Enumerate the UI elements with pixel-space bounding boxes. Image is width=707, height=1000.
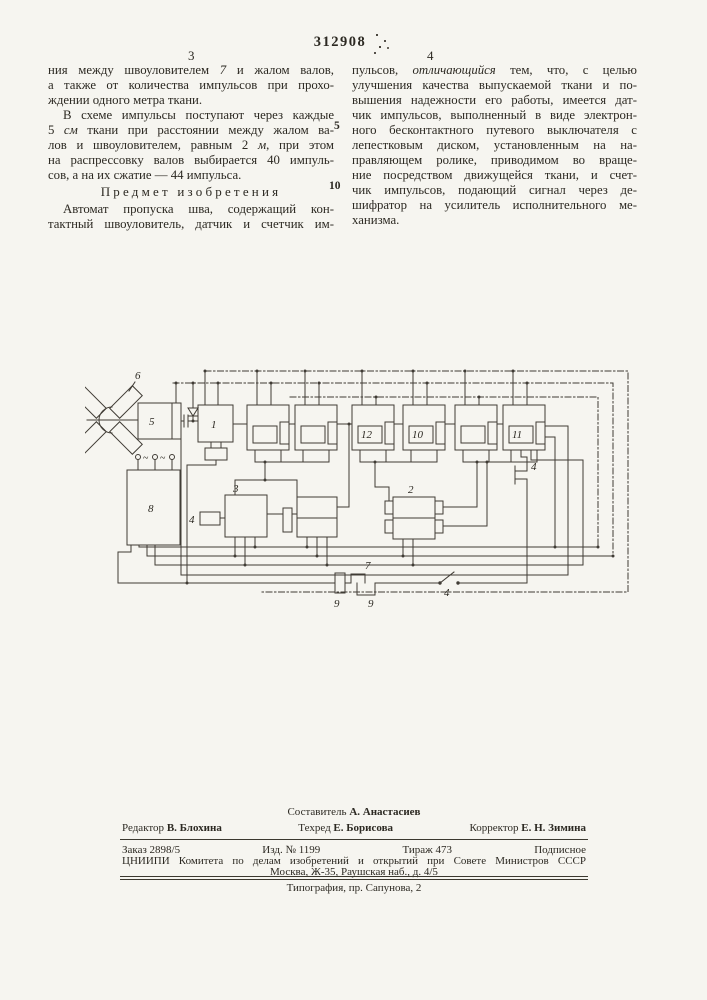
left-column-paragraph-1: ния между швоуловителем 7 и жалом валов,… [48, 63, 334, 183]
label-counter12: 12 [361, 429, 373, 441]
text-line: пульсов, отличающийся тем, что, с целью [352, 63, 637, 77]
text-line: ного бесконтактного путевого выключателя… [352, 123, 637, 137]
trigger-block [444, 370, 498, 463]
text-line: вышения надежности его работы, имеется д… [352, 93, 637, 107]
label-switch4: 4 [444, 587, 450, 599]
ac-tilde-icon: ~ [143, 453, 149, 464]
text-line: а также от количества импульсов при прох… [48, 78, 334, 92]
trigger-block-10: 10 [393, 370, 446, 463]
label-power: 8 [148, 503, 154, 515]
text-line: В схеме импульсы поступают через каждые [63, 108, 334, 122]
text-line: Автомат пропуска шва, содержащий кон- [63, 202, 334, 216]
guide-roller-assembly: 6 [85, 370, 143, 455]
text-line: ждении одного метра ткани. [48, 93, 203, 107]
bus-lines [172, 370, 629, 593]
diode-symbol [187, 382, 199, 422]
section-heading: Предмет изобретения [100, 184, 282, 199]
label-connector9: 9 [368, 598, 374, 610]
compiler-name: А. Анастасиев [349, 806, 421, 818]
label-block2: 2 [408, 484, 414, 496]
transistor-symbol: 4 [514, 449, 537, 584]
label-block4: 4 [189, 514, 195, 526]
text-line: правляющем ролике, приводимом во враще- [352, 153, 637, 167]
subscription-note: Подписное [534, 844, 586, 856]
label-counter10: 10 [412, 429, 424, 441]
decoder-block-3: 3 4 [189, 479, 268, 566]
trigger-block [288, 370, 338, 463]
text-line: 5 см ткани при расстоянии между жалом ва… [48, 123, 334, 137]
compiler-label: Составитель [287, 806, 347, 818]
editor: Редактор В. Блохина [122, 822, 222, 834]
text-line: улучшения качества выпускаемой ткани и п… [352, 78, 637, 92]
order-number: Заказ 2898/5 [122, 844, 181, 856]
text-line: лепестковым диском, установленным на на- [352, 138, 637, 152]
text-line: ния между швоуловителем 7 и жалом валов, [48, 63, 334, 77]
text-line: на распрессовку валов выбирается 40 импу… [48, 153, 334, 167]
patent-number: 312908 [313, 34, 367, 50]
amplifier-block [264, 423, 350, 566]
pulse-sensor-block: 5 [137, 382, 199, 440]
text-line: ние посредством движущейся ткани, и счет… [352, 168, 637, 182]
trigger-block-12: 12 [336, 370, 395, 463]
footer-rule-top [120, 839, 588, 840]
junction-dots [174, 369, 615, 585]
text-line: шифратор на усилитель исполнительного ме… [352, 198, 637, 212]
compiler-line: Составитель А. Анастасиев [122, 806, 586, 818]
label-connector7: 7 [365, 560, 371, 572]
ac-tilde-icon: ~ [160, 453, 166, 464]
text-line: лов и швоуловителем, равным 2 м, при это… [48, 138, 334, 152]
order-line: Заказ 2898/5 Изд. № 1199 Тираж 473 Подпи… [122, 844, 586, 856]
counter-block-2: 2 [374, 461, 488, 566]
right-page-number: 4 [427, 48, 434, 63]
text-line: сов, а на их сжатие — 44 импульса. [48, 168, 242, 182]
copies-count: Тираж 473 [402, 844, 453, 856]
line-marker-5: 5 [334, 120, 340, 132]
text-line: ханизма. [352, 213, 400, 227]
contact-line-components: 9 7 9 4 [334, 560, 528, 610]
power-supply-block: 8 ~ ~ [117, 449, 614, 584]
ink-specks [372, 32, 374, 34]
footer-rule-bottom [120, 876, 588, 880]
trigger-block-11: 11 [496, 370, 546, 463]
trigger-block [246, 370, 290, 463]
shaper-block-1: 1 [180, 370, 569, 584]
techred: Техред Е. Борисова [298, 822, 394, 834]
label-roller: 6 [135, 370, 141, 382]
label-counter11: 11 [512, 429, 522, 441]
left-page-number: 3 [188, 48, 195, 63]
corrector: Корректор Е. Н. Зимина [469, 822, 586, 834]
staff-line: Редактор В. Блохина Техред Е. Борисова К… [122, 822, 586, 834]
printing-house-line: Типография, пр. Сапунова, 2 [286, 882, 422, 894]
line-marker-10: 10 [329, 180, 341, 192]
organization-line: ЦНИИПИ Комитета по делам изобретений и о… [122, 855, 586, 867]
label-resistor9: 9 [334, 598, 340, 610]
circuit-diagram: 6 5 1 [85, 369, 629, 610]
label-transistor: 4 [531, 461, 537, 473]
left-column-paragraph-2: Автомат пропуска шва, содержащий кон-так… [48, 202, 334, 232]
label-block1: 1 [211, 419, 217, 431]
label-sensor: 5 [149, 416, 155, 428]
text-line: чик импульсов, подающий сигнал через де- [352, 183, 637, 197]
text-line: тактный швоуловитель, датчик и счетчик и… [48, 217, 334, 231]
issue-number: Изд. № 1199 [262, 844, 321, 856]
address-line: Москва, Ж-35, Раушская наб., д. 4/5 [270, 866, 438, 878]
text-line: чик импульсов, выполненный в виде электр… [352, 108, 637, 122]
